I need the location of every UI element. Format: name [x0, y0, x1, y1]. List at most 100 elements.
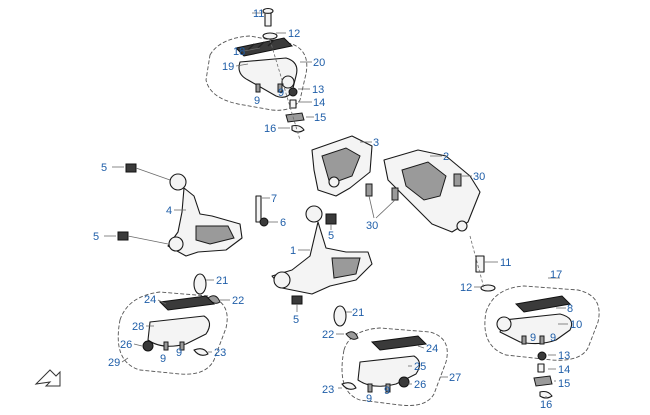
- callout-9-b: 9: [278, 87, 284, 99]
- clip-23-center: [341, 382, 357, 390]
- svg-text:9: 9: [176, 347, 182, 359]
- callout-14-right: 14: [548, 364, 570, 376]
- callout-5-lower-left: 5: [93, 231, 116, 243]
- svg-text:9: 9: [160, 353, 166, 365]
- svg-text:8: 8: [567, 303, 573, 315]
- bolt-11-top: [262, 7, 274, 27]
- svg-text:18: 18: [233, 46, 245, 58]
- group-outline-20: [205, 35, 308, 111]
- svg-text:24: 24: [144, 294, 156, 306]
- callout-26-left: 26: [120, 339, 143, 351]
- svg-text:26: 26: [414, 379, 426, 391]
- callout-22-left: 22: [220, 295, 244, 307]
- group-outline-27: [341, 327, 448, 406]
- svg-text:9: 9: [550, 332, 556, 344]
- svg-text:25: 25: [414, 361, 426, 373]
- callout-10: 10: [558, 319, 582, 331]
- callout-2: 2: [430, 151, 449, 163]
- bushing-21-center: [333, 305, 347, 327]
- callout-22-center: 22: [322, 329, 344, 341]
- svg-text:9: 9: [278, 87, 284, 99]
- svg-text:20: 20: [313, 57, 325, 69]
- bracket-3: [311, 135, 373, 197]
- svg-text:19: 19: [222, 61, 234, 73]
- screw-9-center-b: [385, 383, 391, 393]
- svg-text:30: 30: [473, 171, 485, 183]
- callout-11-right: 11: [484, 257, 511, 269]
- screw-9-right-a: [521, 335, 527, 345]
- footpeg-body-28: [147, 315, 211, 347]
- svg-text:16: 16: [264, 123, 276, 135]
- svg-text:7: 7: [271, 193, 277, 205]
- svg-text:5: 5: [328, 230, 334, 242]
- bolt-26-center: [398, 376, 410, 388]
- screw-9-left-b: [179, 341, 185, 351]
- svg-text:29: 29: [108, 357, 120, 369]
- callout-4: 4: [166, 205, 186, 217]
- svg-text:23: 23: [214, 347, 226, 359]
- axis-line-right: [469, 235, 485, 289]
- pin-14-top: [289, 99, 297, 109]
- pin-14-right: [537, 363, 545, 373]
- hanger-1: [271, 205, 373, 295]
- bolt-5-lower-center: [291, 295, 303, 305]
- plate-15-right: [533, 375, 553, 387]
- svg-text:9: 9: [254, 95, 260, 107]
- group-outline-29: [117, 291, 228, 375]
- svg-text:21: 21: [216, 275, 228, 287]
- svg-text:12: 12: [460, 282, 472, 294]
- callout-17: 17: [548, 269, 562, 281]
- axis-line-top: [269, 39, 301, 141]
- callout-5-center: 5: [328, 224, 334, 242]
- screw-9-left-a: [163, 341, 169, 351]
- callout-3: 3: [360, 137, 379, 149]
- callout-24-center: 24: [417, 343, 438, 355]
- svg-text:22: 22: [232, 295, 244, 307]
- svg-text:14: 14: [313, 97, 325, 109]
- screw-9-top-right: [277, 83, 283, 93]
- callout-11-top: 11: [252, 8, 270, 20]
- callout-21-center: 21: [346, 307, 364, 319]
- callout-21-left: 21: [206, 275, 228, 287]
- footpeg-body-25: [357, 355, 421, 387]
- callout-26-center: 26: [408, 379, 426, 391]
- callout-20: 20: [300, 57, 325, 69]
- callout-9-a: 9: [254, 95, 260, 107]
- footpeg-pad-8: [514, 295, 572, 313]
- bolt-5-lower-left: [117, 231, 169, 245]
- clip-23-left: [193, 348, 209, 356]
- svg-text:1: 1: [290, 245, 296, 257]
- callout-15-right: 15: [554, 378, 570, 390]
- clip-16-top: [291, 124, 305, 133]
- plate-15-top: [285, 112, 305, 123]
- hanger-4: [167, 173, 243, 257]
- bolt-5-upper-left: [125, 163, 171, 181]
- svg-text:22: 22: [322, 329, 334, 341]
- bracket-2: [383, 149, 481, 233]
- svg-text:10: 10: [570, 319, 582, 331]
- callout-9-g: 9: [366, 393, 372, 405]
- front-direction-arrow-icon: [34, 369, 61, 387]
- callouts-layer: 11 12 18 19 20 9 9 13 14 15 16 3 2 30 30…: [93, 8, 582, 411]
- svg-text:12: 12: [288, 28, 300, 40]
- svg-text:21: 21: [352, 307, 364, 319]
- svg-text:5: 5: [293, 314, 299, 326]
- bushing-21-left: [193, 273, 207, 295]
- svg-text:9: 9: [366, 393, 372, 405]
- group-outline-17: [484, 285, 600, 361]
- nut-6: [259, 217, 269, 227]
- callout-16-top: 16: [264, 123, 290, 135]
- callout-23-center: 23: [322, 384, 342, 396]
- screw-9-right-b: [539, 335, 545, 345]
- pin-7: [255, 195, 262, 223]
- callout-18: 18: [233, 46, 261, 58]
- callout-5-upper-left: 5: [101, 162, 124, 174]
- svg-text:9: 9: [384, 385, 390, 397]
- callout-9-h: 9: [384, 385, 390, 397]
- svg-text:24: 24: [426, 343, 438, 355]
- callout-9-f: 9: [176, 347, 182, 359]
- callout-23-left: 23: [208, 347, 226, 359]
- callout-29: 29: [108, 357, 129, 369]
- svg-text:13: 13: [312, 84, 324, 96]
